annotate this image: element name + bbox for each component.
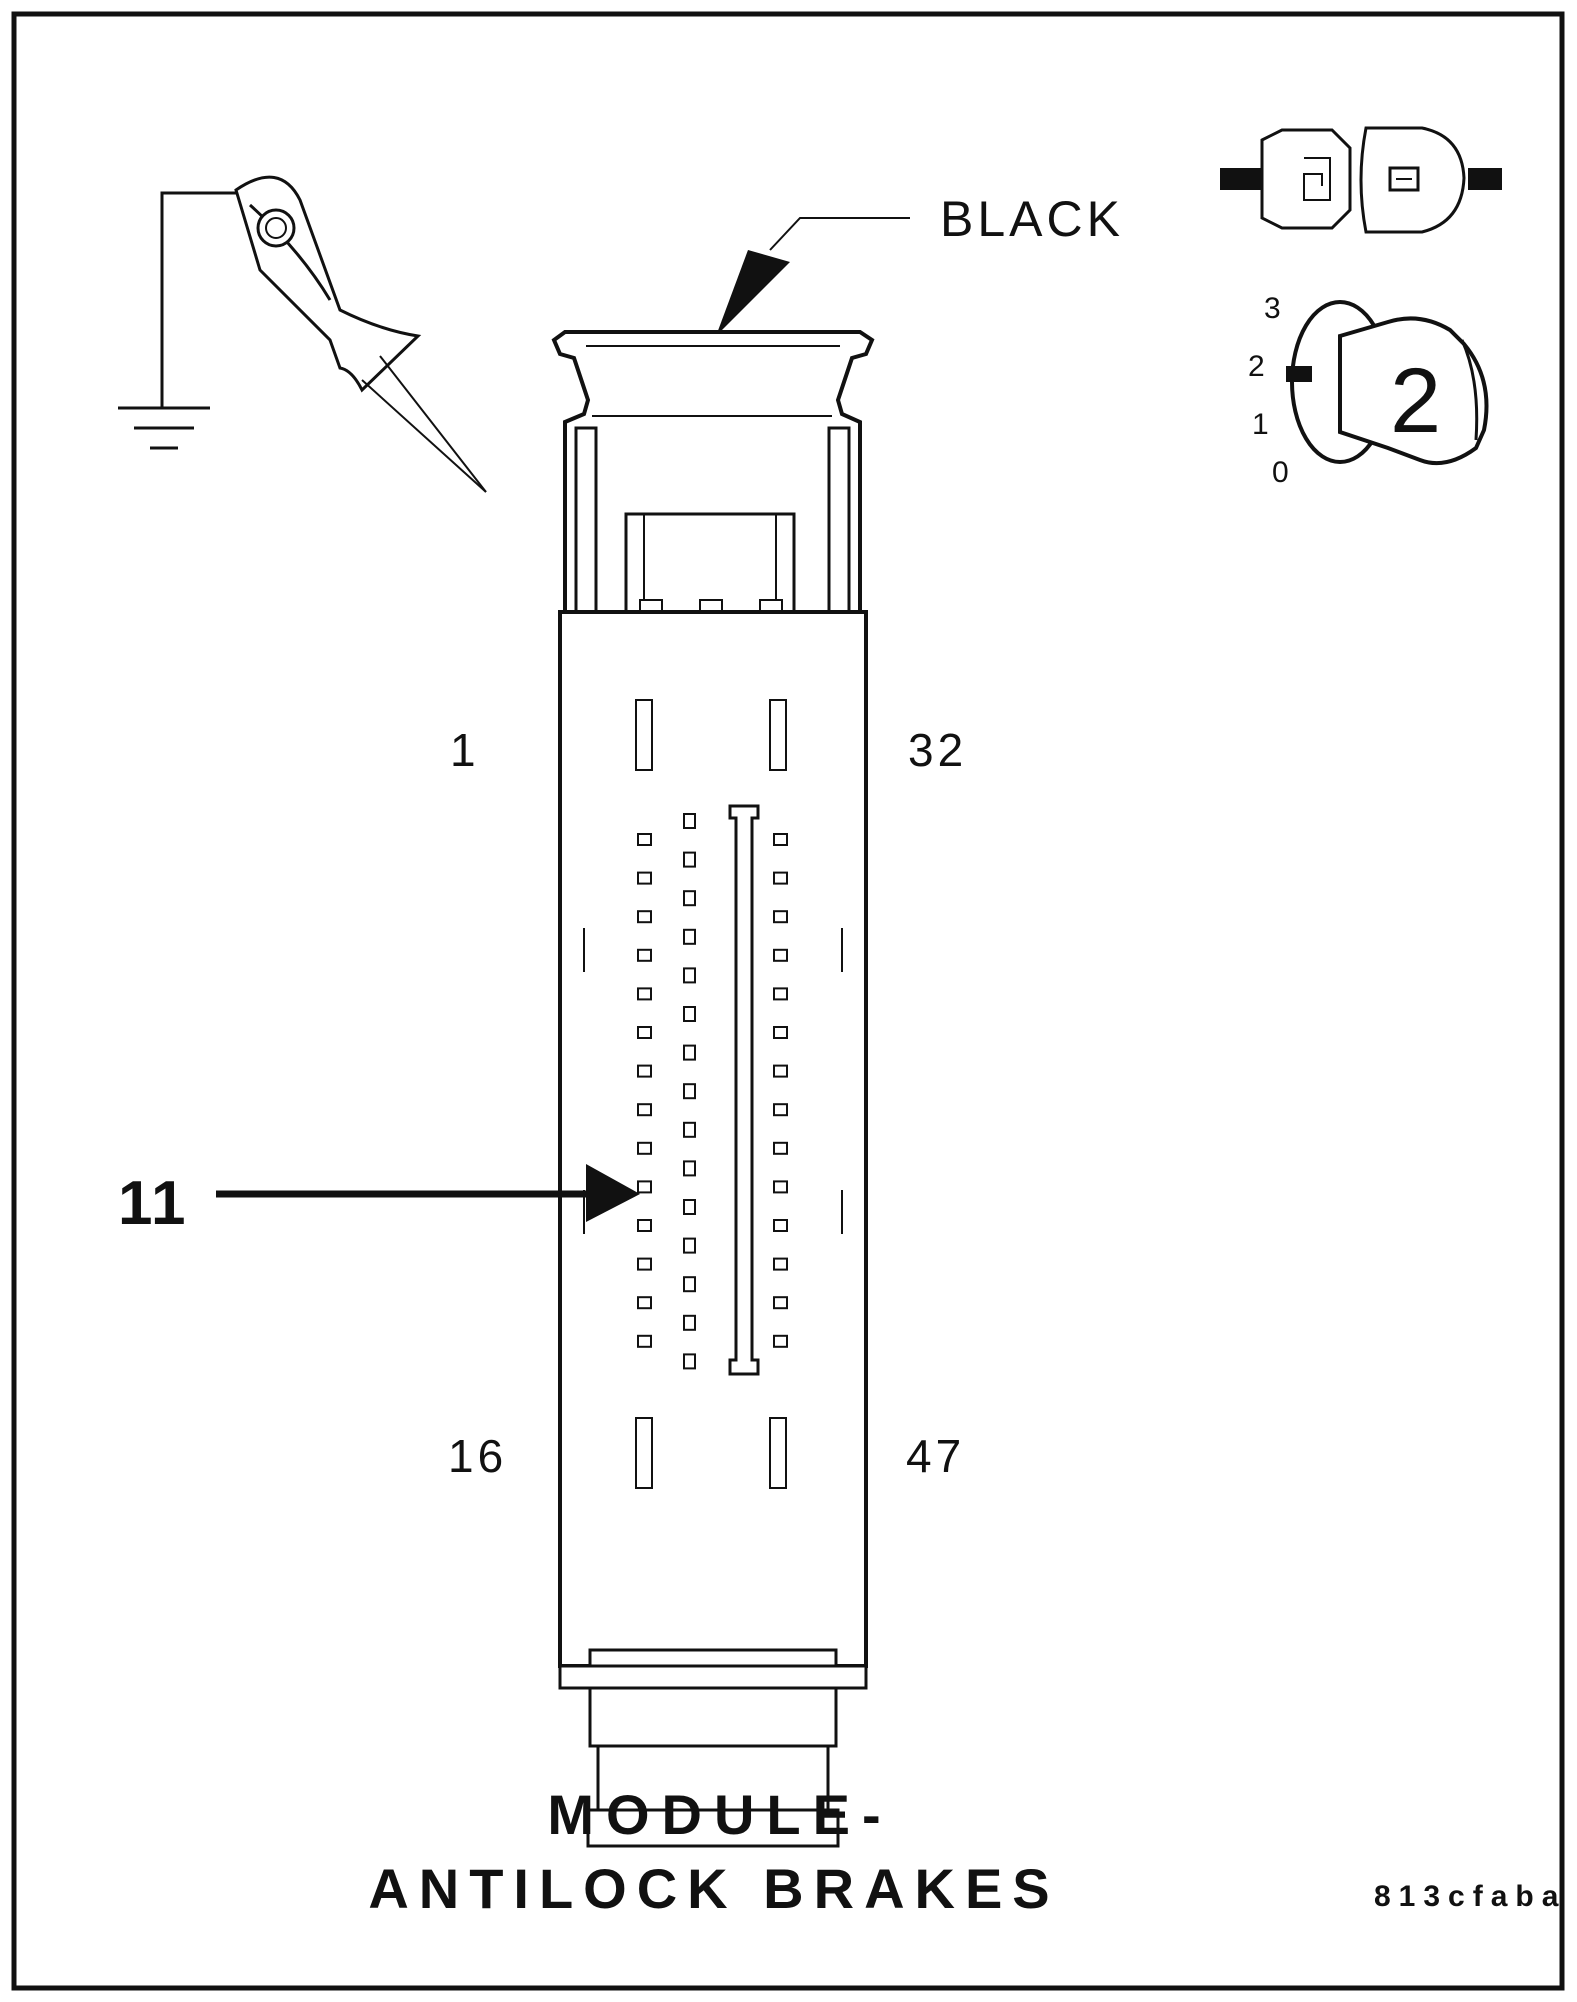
pin-cavity — [683, 1044, 696, 1061]
connector-top-housing — [551, 330, 875, 614]
pin-cavity — [683, 813, 696, 829]
pin-cavity — [637, 987, 652, 1001]
ground-symbol-icon — [118, 191, 238, 450]
pin-cavity — [773, 987, 788, 1001]
color-callout-label: BLACK — [940, 191, 1124, 247]
pin-cavity — [773, 1180, 788, 1194]
pin-cavity — [773, 1334, 788, 1348]
pin-cavity — [637, 871, 652, 885]
pin-cavity — [773, 1103, 788, 1117]
pin-cavity — [683, 1276, 696, 1293]
connector-body — [558, 610, 868, 1668]
pin-cavity — [773, 1141, 788, 1155]
pin-cavity — [773, 910, 788, 924]
pin-cavity — [773, 1026, 788, 1039]
pin-cavity — [683, 1083, 696, 1100]
pin-cavity — [683, 1237, 696, 1254]
connector-bottom-tail — [558, 1648, 868, 1848]
disconnected-connector-icon — [1220, 126, 1502, 234]
pin-cavity — [683, 967, 696, 984]
pin-cavity — [773, 1064, 788, 1078]
pin-cavity — [773, 1219, 788, 1232]
figure-border — [11, 11, 1565, 1991]
pin-label-32: 32 — [908, 724, 967, 776]
pin-cavity — [773, 833, 788, 846]
pin-cavity — [637, 910, 652, 924]
pin-cavity — [683, 1353, 696, 1370]
pin-cavity — [773, 1257, 788, 1271]
ignition-key-number: 2 — [1390, 350, 1441, 452]
pin-cavity — [637, 1334, 652, 1348]
ignition-switch-icon — [1286, 300, 1489, 465]
pin-cavity — [637, 1180, 652, 1194]
pin-cavity — [637, 1141, 652, 1155]
module-title-line2: ANTILOCK BRAKES — [368, 1857, 1059, 1920]
pin-cavity — [683, 928, 696, 945]
pin-cavity — [773, 948, 788, 962]
pin-cavity — [683, 851, 696, 868]
pin-cavity — [683, 1314, 696, 1331]
pin-cavity — [637, 1257, 652, 1271]
ignition-position-3: 3 — [1264, 292, 1281, 325]
pin-cavity — [773, 871, 788, 885]
pin-cavity — [683, 890, 696, 907]
ignition-position-0: 0 — [1272, 456, 1289, 489]
pin-cavity — [637, 1296, 652, 1310]
pin-cavity — [683, 1160, 696, 1177]
pin-label-1: 1 — [450, 724, 476, 776]
callout-pin-arrow — [216, 1164, 640, 1222]
pin-cavity — [637, 1064, 652, 1078]
pin-cavity — [637, 1103, 652, 1117]
pin-label-47: 47 — [906, 1430, 965, 1482]
pin-cavity — [637, 833, 652, 846]
ignition-position-1: 1 — [1252, 408, 1269, 441]
pin-cavity — [683, 1199, 696, 1215]
module-title-line1: MODULE- — [547, 1783, 892, 1846]
pin-cavity — [637, 1219, 652, 1232]
figure-code: 813cfaba — [1374, 1880, 1566, 1913]
pin-cavity-grid — [637, 813, 788, 1370]
pin-cavity — [683, 1121, 696, 1138]
ignition-position-2: 2 — [1248, 350, 1265, 383]
pin-cavity — [773, 1296, 788, 1310]
pin-cavity — [637, 1026, 652, 1039]
pin-cavity — [683, 1006, 696, 1022]
pin-label-16: 16 — [448, 1430, 507, 1482]
test-probe-icon — [234, 175, 487, 493]
color-callout-leader — [716, 217, 910, 336]
callout-pin-number: 11 — [118, 1169, 188, 1238]
pin-cavity — [637, 948, 652, 962]
